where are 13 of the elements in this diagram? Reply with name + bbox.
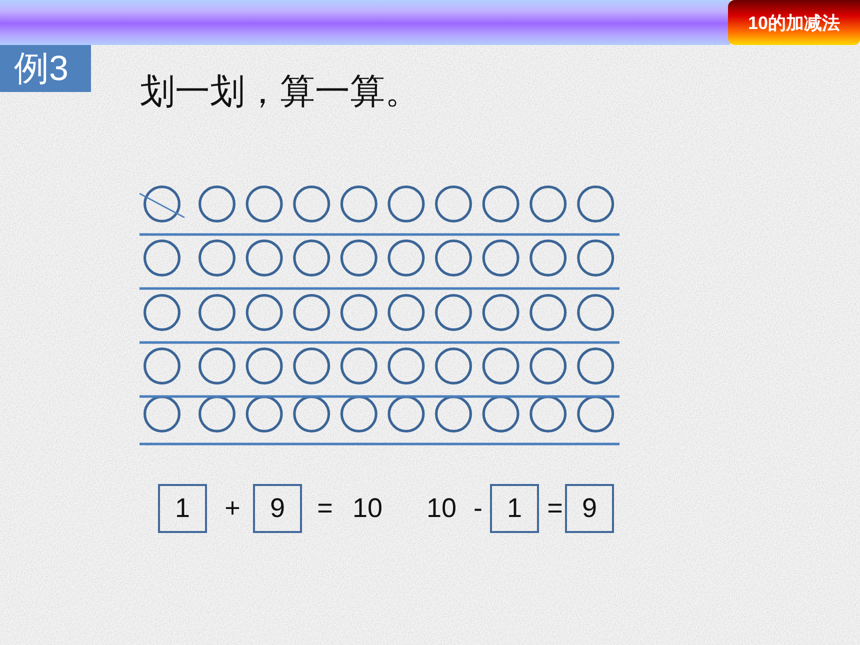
number-text: 10: [426, 492, 457, 525]
answer-box: 1: [490, 484, 539, 533]
equals-sign: =: [317, 492, 333, 525]
answer-box: 1: [158, 484, 207, 533]
answer-box: 9: [253, 484, 302, 533]
answer-box: 9: [565, 484, 614, 533]
minus-sign: -: [474, 492, 482, 525]
plus-sign: +: [224, 492, 240, 525]
instruction-text: 划一划，算一算。: [140, 71, 420, 113]
example-label: 例3: [0, 45, 91, 92]
lesson-title-badge: 10的加减法: [728, 0, 860, 45]
number-text: 10: [352, 492, 383, 525]
equals-sign: =: [547, 492, 563, 525]
